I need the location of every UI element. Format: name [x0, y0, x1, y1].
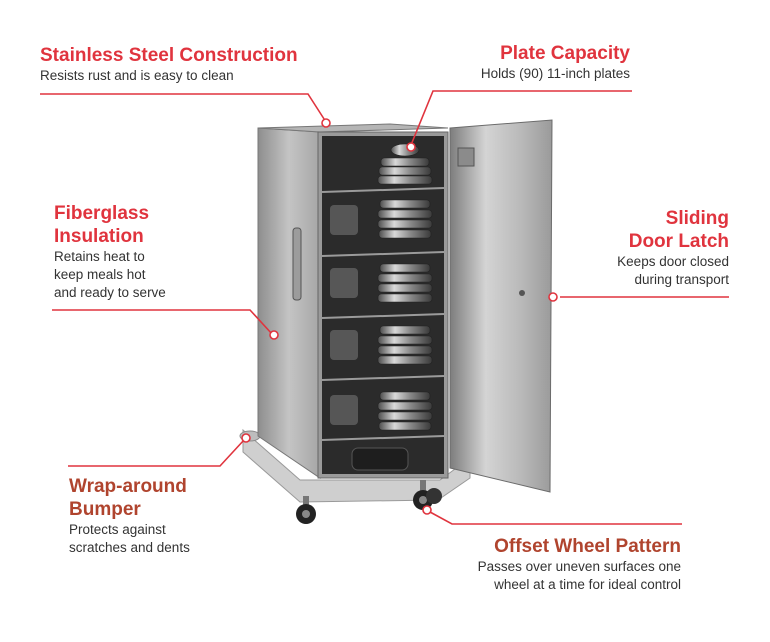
feature-description-line: wheel at a time for ideal control [494, 577, 681, 592]
callout-plate-capacity: Plate Capacity Holds (90) 11-inch plates [481, 42, 630, 83]
side-handle [292, 227, 302, 301]
feature-title-line: Bumper [69, 499, 141, 520]
door-hinge [457, 147, 475, 167]
feature-description: Resists rust and is easy to clean [40, 68, 234, 83]
feature-title-line: Door Latch [628, 231, 729, 252]
feature-title-line: Insulation [54, 226, 144, 247]
feature-description-line: and ready to serve [54, 285, 166, 300]
feature-description: Holds (90) 11-inch plates [480, 66, 630, 81]
wire-shelves [321, 187, 445, 441]
back-plate-stacks [330, 205, 358, 425]
door-latch-hole [519, 290, 525, 296]
feature-description-line: Keeps door closed [617, 254, 729, 269]
callout-sliding-door-latch: Sliding Door Latch Keeps door closed dur… [617, 207, 729, 289]
open-door [449, 119, 553, 493]
plate-stacks [377, 143, 433, 431]
cabinet-top [257, 123, 449, 133]
feature-title-line: Sliding [665, 208, 729, 229]
callout-stainless-steel: Stainless Steel Construction Resists rus… [40, 44, 298, 85]
feature-description-line: Retains heat to [54, 249, 145, 264]
feature-title-line: Fiberglass [54, 203, 150, 224]
feature-description-line: Passes over uneven surfaces one [477, 559, 681, 574]
wheels [296, 480, 442, 524]
feature-title-line: Wrap-around [69, 476, 187, 497]
feature-description-line: scratches and dents [69, 540, 190, 555]
callout-fiberglass-insulation: Fiberglass Insulation Retains heat to ke… [54, 202, 166, 302]
feature-description-line: during transport [634, 272, 729, 287]
feature-title: Stainless Steel Construction [40, 45, 298, 66]
feature-title: Offset Wheel Pattern [494, 536, 681, 557]
callout-offset-wheel-pattern: Offset Wheel Pattern Passes over uneven … [478, 535, 681, 594]
front-handle [351, 447, 409, 471]
feature-description-line: keep meals hot [54, 267, 146, 282]
callout-wrap-around-bumper: Wrap-around Bumper Protects against scra… [69, 475, 190, 557]
feature-title: Plate Capacity [500, 43, 630, 64]
feature-description-line: Protects against [69, 522, 166, 537]
